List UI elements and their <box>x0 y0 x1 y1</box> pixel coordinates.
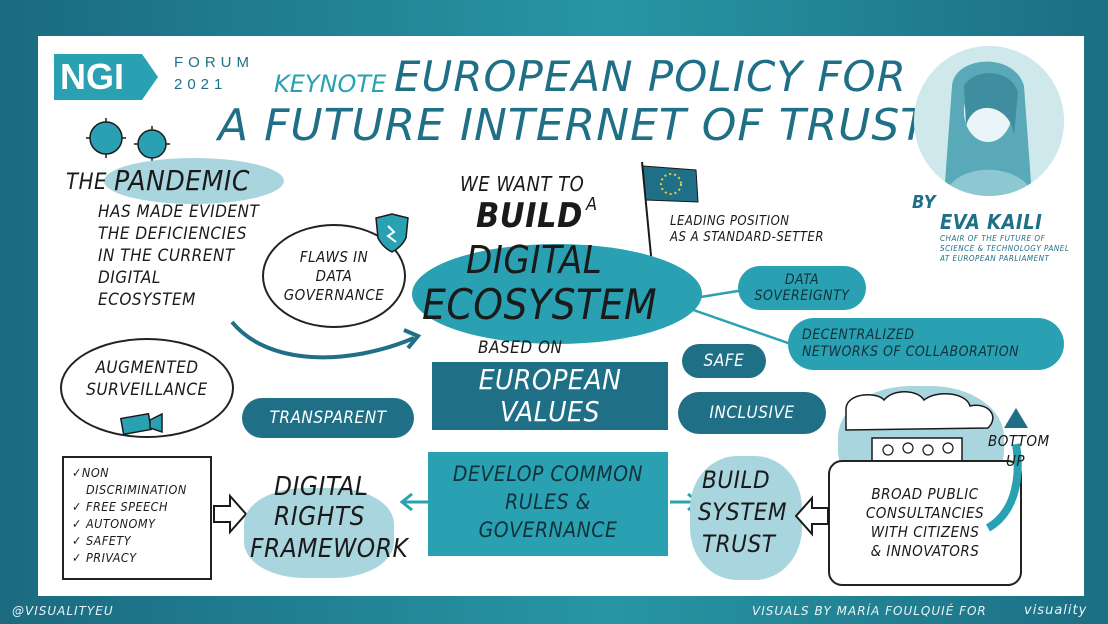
ecosystem-ellipse <box>412 244 702 344</box>
center-build: BUILD <box>476 196 583 236</box>
surveillance-line-1: AUGMENTED <box>95 358 199 378</box>
european-values-box: EUROPEAN VALUES <box>432 362 668 430</box>
surveillance-line-2: SURVEILLANCE <box>86 380 208 400</box>
pandemic-line-2: THE DEFICIENCIES <box>98 224 247 244</box>
data-sov-line-2: SOVEREIGNTY <box>754 288 850 304</box>
center-values: VALUES <box>500 395 600 428</box>
decentralized-tag: DECENTRALIZED NETWORKS OF COLLABORATION <box>788 318 1064 370</box>
arrow-left-icon <box>399 492 430 512</box>
rights-checklist: ✓NON DISCRIMINATION ✓ FREE SPEECH ✓ AUTO… <box>62 456 212 580</box>
eu-flag-icon <box>641 161 699 267</box>
safe-tag: SAFE <box>682 344 766 378</box>
inclusive-tag: INCLUSIVE <box>678 392 826 434</box>
rights-item-0: ✓NON <box>72 465 110 480</box>
consult-line-1: BROAD PUBLIC <box>871 485 979 503</box>
footer-credit: VISUALS BY MARÍA FOULQUIÉ FOR <box>752 604 987 618</box>
develop-line-3: GOVERNANCE <box>478 518 618 542</box>
pandemic-highlight <box>104 158 284 204</box>
center-a: A <box>586 194 598 215</box>
speaker-by: BY <box>912 192 937 213</box>
bottom-up-line-2: UP <box>1006 452 1026 470</box>
flaws-line-3: GOVERNANCE <box>283 285 385 304</box>
trust-line-2: SYSTEM <box>698 498 788 526</box>
decentral-line-2: NETWORKS OF COLLABORATION <box>802 344 1020 360</box>
pandemic-line-1: HAS MADE EVIDENT <box>98 202 260 222</box>
leading-line-1: LEADING POSITION <box>670 214 790 229</box>
title-line-1: EUROPEAN POLICY FOR <box>394 52 907 101</box>
camera-icon <box>119 412 163 436</box>
decentral-line-1: DECENTRALIZED <box>802 327 915 343</box>
rights-item-1: DISCRIMINATION <box>86 482 187 497</box>
pandemic-the: THE <box>66 170 107 195</box>
rights-line-3: FRAMEWORK <box>250 534 409 564</box>
speaker-role: CHAIR OF THE FUTURE OF SCIENCE & TECHNOL… <box>940 234 1070 263</box>
speaker-name: EVA KAILI <box>940 210 1043 234</box>
consult-line-2: CONSULTANCIES <box>865 504 985 522</box>
logo-year: 2021 <box>174 76 228 93</box>
consult-line-4: & INNOVATORS <box>870 542 980 560</box>
consult-line-3: WITH CITIZENS <box>870 523 980 541</box>
flaws-line-2: DATA <box>315 266 353 285</box>
speaker-portrait <box>914 46 1064 196</box>
broken-shield-icon <box>375 213 409 253</box>
center-we-want: WE WANT TO <box>460 172 585 196</box>
sketchnote-canvas: NGI FORUM 2021 KEYNOTE EUROPEAN POLICY F… <box>38 36 1084 596</box>
virus-icon <box>86 118 170 162</box>
arrow-right-outline-icon <box>213 493 248 535</box>
arrow-to-ecosystem <box>230 320 422 360</box>
rights-line-2: RIGHTS <box>274 502 366 532</box>
center-based-on: BASED ON <box>478 338 563 358</box>
bottom-up-arrow-icon <box>985 408 1028 532</box>
logo-ngi-text: NGI <box>60 56 125 97</box>
ngi-logo: NGI <box>50 50 162 104</box>
ngi-logo-shape <box>54 54 158 100</box>
trust-line-3: TRUST <box>702 530 776 558</box>
logo-forum: FORUM <box>174 54 254 71</box>
rights-item-3: ✓ AUTONOMY <box>72 516 156 531</box>
flaws-line-1: FLAWS IN <box>299 247 369 266</box>
develop-line-2: RULES & <box>505 490 591 514</box>
rights-item-4: ✓ SAFETY <box>72 533 132 548</box>
center-digital: DIGITAL <box>466 238 603 282</box>
pandemic-line-3: IN THE CURRENT <box>98 246 235 266</box>
consult-box: BROAD PUBLIC CONSULTANCIES WITH CITIZENS… <box>828 460 1022 586</box>
data-sovereignty-tag: DATA SOVEREIGNTY <box>738 266 866 310</box>
trust-highlight <box>690 456 802 580</box>
leading-line-2: AS A STANDARD-SETTER <box>670 230 824 245</box>
center-ecosystem: ECOSYSTEM <box>422 280 658 329</box>
rights-item-5: ✓ PRIVACY <box>72 550 137 565</box>
title-line-2: A FUTURE INTERNET OF TRUST <box>218 100 929 151</box>
footer-brand: visuality <box>1024 603 1088 618</box>
branch-lines <box>681 288 809 352</box>
rights-line-1: DIGITAL <box>274 472 369 502</box>
center-european: EUROPEAN <box>478 363 622 396</box>
footer-handle: @VISUALITYEU <box>12 604 114 618</box>
pandemic-word: PANDEMIC <box>114 164 250 197</box>
rights-item-2: ✓ FREE SPEECH <box>72 499 169 514</box>
pandemic-line-5: ECOSYSTEM <box>98 290 196 310</box>
bottom-up-line-1: BOTTOM <box>988 432 1050 450</box>
arrow-left-outline-icon <box>794 495 829 537</box>
pandemic-line-4: DIGITAL <box>98 268 161 288</box>
keynote-label: KEYNOTE <box>274 70 387 98</box>
data-sov-line-1: DATA <box>784 272 820 288</box>
trust-line-1: BUILD <box>702 466 771 494</box>
develop-line-1: DEVELOP COMMON <box>452 462 644 486</box>
rights-highlight <box>244 488 394 578</box>
portrait-illustration <box>914 46 1064 196</box>
transparent-tag: TRANSPARENT <box>242 398 414 438</box>
develop-box: DEVELOP COMMON RULES & GOVERNANCE <box>428 452 668 556</box>
